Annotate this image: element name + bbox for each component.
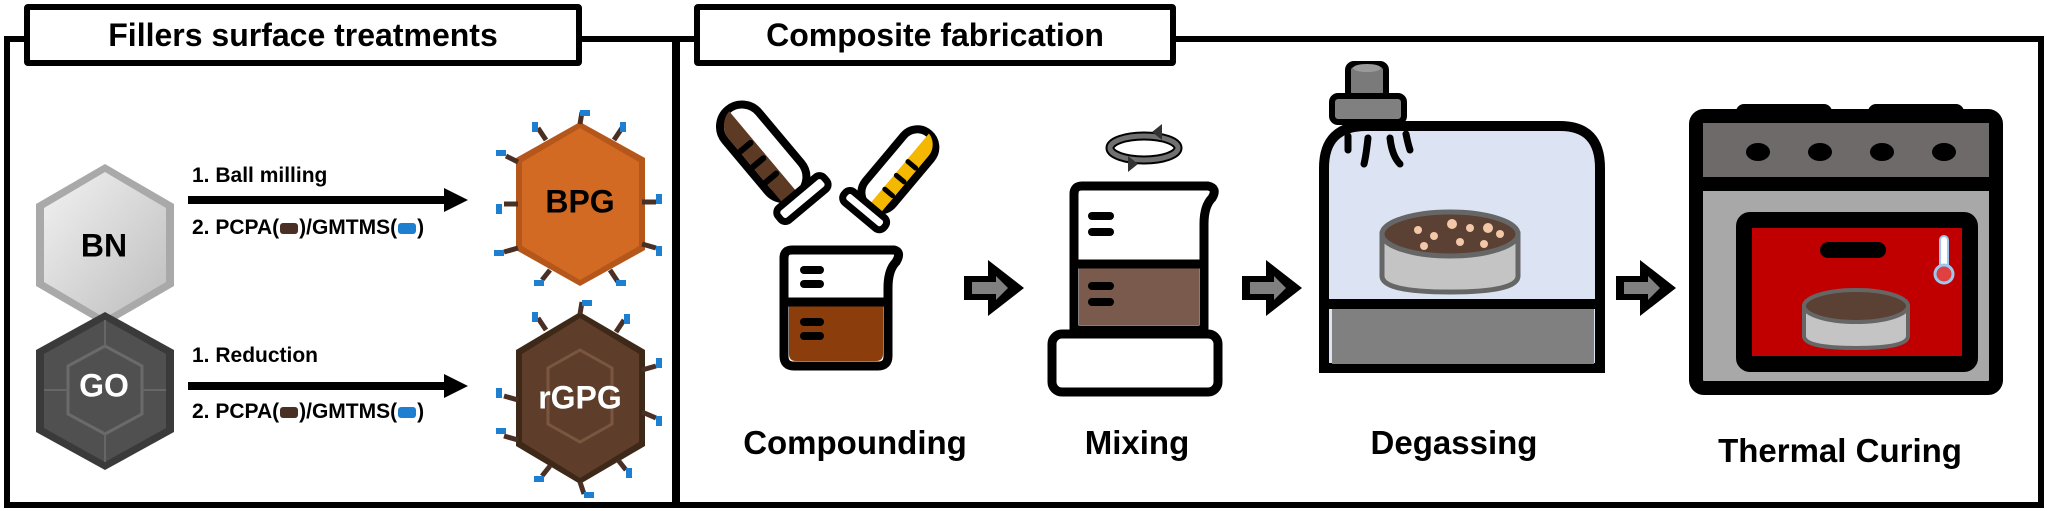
pcpa-swatch xyxy=(280,406,299,418)
compounding-beaker-icon xyxy=(779,245,904,371)
step-label-compounding: Compounding xyxy=(743,424,967,461)
rgpg-hexagon-icon xyxy=(496,300,662,498)
arrow-icon xyxy=(188,188,468,212)
rotating-mixer-icon xyxy=(1047,124,1223,397)
arrow-icon xyxy=(188,374,468,398)
process-arrow-icon xyxy=(1616,260,1676,316)
gmtms-swatch xyxy=(398,406,417,418)
process-arrow-icon xyxy=(1242,260,1302,316)
step-label-mixing: Mixing xyxy=(1084,424,1190,461)
gmtms-swatch xyxy=(398,222,417,234)
step-label-degassing: Degassing xyxy=(1370,424,1538,461)
bpg-label: BPG xyxy=(545,183,615,220)
rgpg-label: rGPG xyxy=(538,379,622,416)
step-modification: 2. PCPA()/GMTMS() xyxy=(192,216,425,239)
go-label: GO xyxy=(79,367,129,404)
fillers-panel-title: Fillers surface treatments xyxy=(24,4,582,66)
step-ball-milling: 1. Ball milling xyxy=(192,164,328,187)
vacuum-chamber-icon xyxy=(1319,61,1605,373)
step-label-thermal-curing: Thermal Curing xyxy=(1718,432,1962,469)
bn-hexagon-icon xyxy=(36,164,174,326)
step-reduction: 1. Reduction xyxy=(192,344,319,367)
oven-icon xyxy=(1689,104,2003,395)
pcpa-swatch xyxy=(280,222,299,234)
bn-label: BN xyxy=(80,227,128,264)
go-hexagon-icon xyxy=(36,312,174,470)
composite-panel-title: Composite fabrication xyxy=(694,4,1176,66)
step-modification: 2. PCPA()/GMTMS() xyxy=(192,400,425,423)
bpg-hexagon-icon xyxy=(494,110,662,286)
process-arrow-icon xyxy=(964,260,1024,316)
